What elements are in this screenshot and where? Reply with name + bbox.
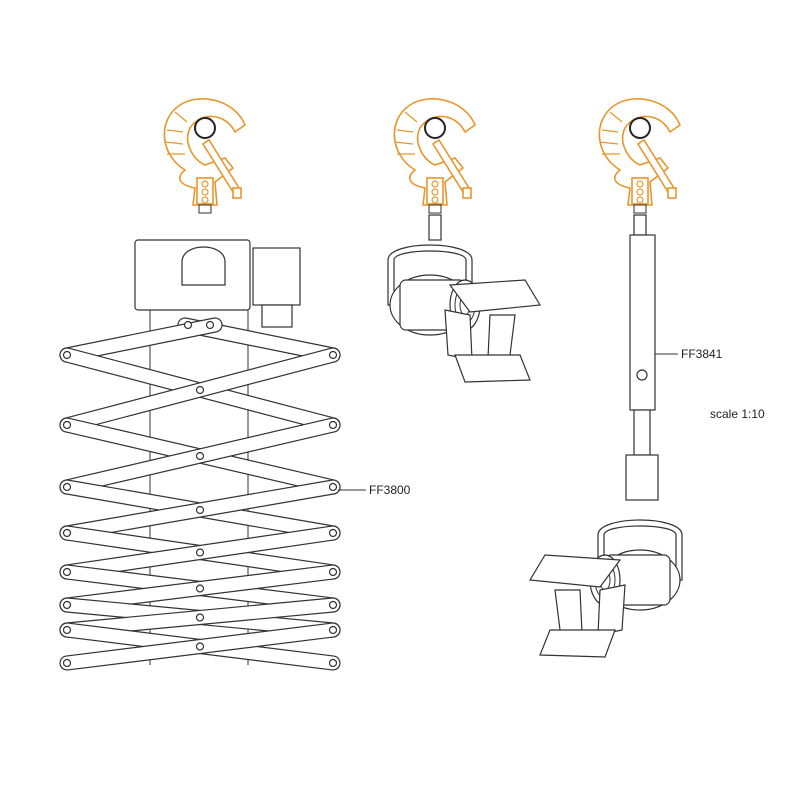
- telescopic-hanger: [529, 214, 683, 658]
- spotlight-middle: [387, 214, 541, 383]
- pivot-pin: [62, 600, 72, 610]
- pivot-pin: [62, 625, 72, 635]
- pivot-pin: [328, 350, 338, 360]
- pivot-pin: [328, 420, 338, 430]
- pivot-pin: [195, 642, 205, 651]
- pivot-pin: [62, 528, 72, 538]
- clamp-middle: [393, 97, 476, 214]
- pivot-pin: [62, 420, 72, 430]
- pivot-pin: [328, 528, 338, 538]
- pivot-pin: [195, 505, 205, 515]
- scale-label: scale 1:10: [710, 407, 765, 421]
- pivot-pin: [195, 584, 205, 593]
- pivot-pin: [205, 320, 215, 330]
- pivot-pin: [195, 613, 205, 622]
- pivot-pin: [195, 451, 205, 461]
- pivot-pin: [328, 600, 338, 610]
- clamp-left: [163, 97, 246, 214]
- label-ff3800: FF3800: [369, 483, 411, 497]
- pivot-pin: [328, 625, 338, 635]
- pivot-pin: [328, 567, 338, 577]
- pantograph: [59, 239, 341, 671]
- pivot-pin: [328, 658, 338, 668]
- clamp-right: [598, 97, 681, 214]
- pivot-pin: [328, 482, 338, 492]
- label-ff3841: FF3841: [681, 347, 723, 361]
- pivot-pin: [195, 385, 205, 395]
- pivot-pin: [62, 482, 72, 492]
- pivot-pin: [62, 658, 72, 668]
- pivot-pin: [62, 350, 72, 360]
- pivot-pin: [195, 548, 205, 557]
- pivot-pin: [183, 320, 193, 330]
- pivot-pin: [62, 567, 72, 577]
